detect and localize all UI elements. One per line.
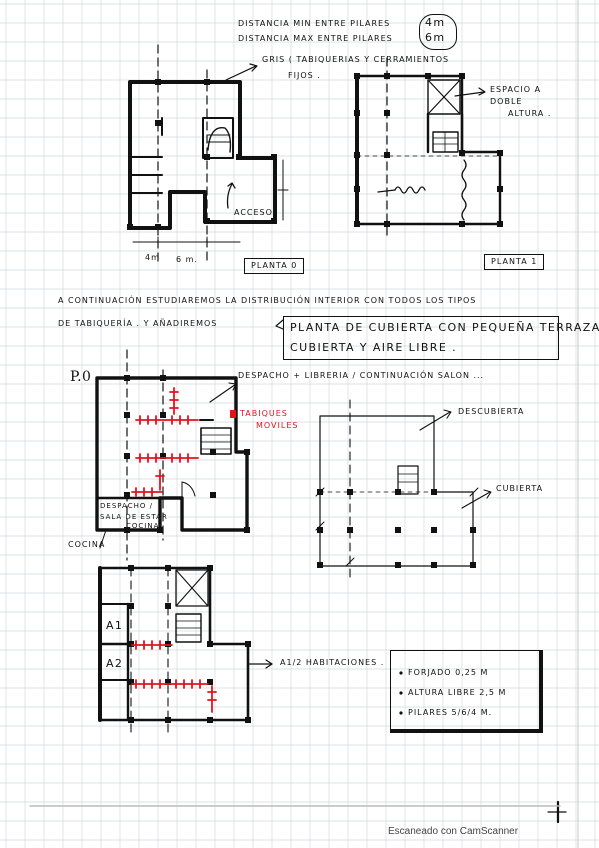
plan-planta-1	[354, 57, 503, 241]
note-gris-line2: fijos .	[288, 71, 321, 80]
note-dist-max: Distancia max entre pilares	[238, 34, 393, 43]
movable-partitions-red	[131, 387, 236, 497]
plan-p1-rooms	[98, 565, 273, 736]
label-a1: A1	[106, 619, 124, 632]
plan-planta-0	[127, 44, 289, 263]
spec-pilares: pilares 5/6/4 m.	[408, 708, 493, 717]
label-despacho-area-1: despacho /	[100, 502, 153, 510]
label-despacho-area-2: sala de estar	[100, 513, 168, 521]
title-planta-0: Planta 0	[244, 258, 305, 274]
plan-cubierta	[315, 399, 492, 581]
body-line-2: de tabiquería . y añadiremos	[58, 319, 218, 328]
note-espacio-line3: altura .	[508, 109, 552, 118]
label-cocina: cocina	[68, 540, 106, 549]
label-acceso: Acceso	[234, 208, 273, 217]
label-habitaciones: A1/2 habitaciones .	[280, 658, 385, 667]
label-tabiques-2: moviles	[256, 421, 299, 430]
dim-4m: 4m	[145, 253, 160, 262]
dist-min-value: 4m	[425, 16, 446, 29]
label-tabiques-1: Tabiques	[240, 409, 288, 418]
label-despacho-area-3: cocina	[126, 522, 160, 530]
note-dist-min: Distancia min entre pilares	[238, 19, 391, 28]
note-espacio-line2: doble	[490, 97, 523, 106]
label-despacho-libreria: despacho + libreria / continuación salon…	[238, 371, 485, 380]
body-line-1: A continuación estudiaremos la distribuc…	[58, 296, 477, 305]
boxed-note	[283, 316, 559, 360]
label-a2: A2	[106, 657, 124, 670]
boxed-line-2: cubierta y aire libre .	[290, 341, 457, 354]
dist-max-value: 6m	[425, 31, 446, 44]
specs-box	[390, 650, 543, 733]
plan-p0-distribution	[95, 349, 250, 561]
label-cubierta: cubierta	[496, 484, 544, 493]
dist-cloud	[419, 14, 457, 50]
note-gris-line1: Gris ( tabiquerias y cerramientos	[262, 55, 450, 64]
label-p0: P.0	[70, 369, 92, 385]
title-planta-1: Planta 1	[484, 254, 545, 270]
spec-altura: altura libre 2,5 m	[408, 688, 507, 697]
note-espacio-line1: Espacio a	[490, 85, 542, 94]
dim-6m: 6 m.	[176, 255, 198, 264]
p1-movable-partitions-red	[131, 640, 217, 713]
boxed-line-1: Planta de cubierta con pequeña terraza	[290, 321, 599, 334]
spec-forjado: forjado 0,25 m	[408, 668, 489, 677]
label-descubierta: descubierta	[458, 407, 525, 416]
scanner-footer: Escaneado con CamScanner	[388, 826, 519, 837]
